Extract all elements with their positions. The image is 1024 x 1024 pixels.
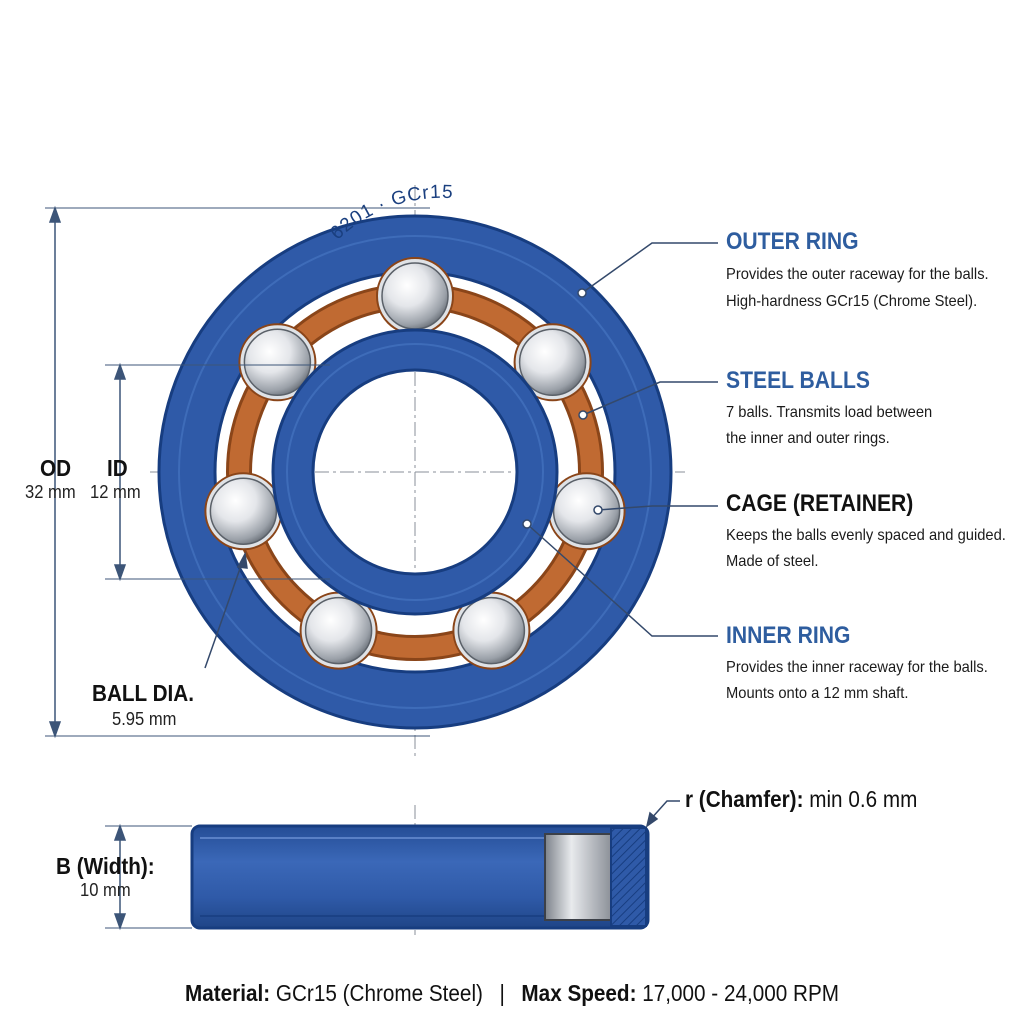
ball-dia-value: 5.95 mm [112, 709, 177, 729]
steel-ball [243, 328, 312, 397]
steel-ball [457, 596, 526, 665]
outer-ring-desc-line1: Provides the outer raceway for the balls… [726, 266, 989, 283]
ball-dia-leader [204, 551, 248, 669]
ball-dia-label: BALL DIA. [92, 680, 194, 706]
cage-desc-line2: Made of steel. [726, 553, 819, 570]
width-dimension [105, 823, 192, 931]
cage-desc-line1: Keeps the balls evenly spaced and guided… [726, 527, 1006, 544]
id-value: 12 mm [90, 482, 141, 502]
steel-balls-desc-line2: the inner and outer rings. [726, 430, 890, 447]
steel-ball [209, 477, 278, 545]
side-ball-section [544, 833, 612, 921]
od-value: 32 mm [25, 482, 76, 502]
inner-ring-callout-dot [522, 519, 532, 529]
id-dimension [105, 362, 330, 582]
material-label: Material: [184, 980, 271, 1006]
steel-balls-desc-line1: 7 balls. Transmits load between [726, 404, 933, 421]
id-label: ID [107, 455, 128, 481]
inner-ring-desc-line2: Mounts onto a 12 mm shaft. [726, 685, 909, 702]
od-label: OD [40, 455, 72, 481]
outer-ring-desc-line2: High-hardness GCr15 (Chrome Steel). [726, 293, 978, 310]
outer-ring-title: OUTER RING [726, 228, 859, 255]
cage-title: CAGE (RETAINER) [726, 490, 914, 517]
side-section-hatch [610, 827, 647, 927]
callout-leaders [526, 242, 718, 637]
chamfer-leader [645, 800, 680, 828]
steel-ball [518, 328, 587, 397]
side-view [190, 824, 650, 930]
footer-specs: Material: GCr15 (Chrome Steel) | Max Spe… [51, 980, 973, 1007]
chamfer-annotation: r (Chamfer): min 0.6 mm [685, 786, 917, 813]
inner-ring-desc-line1: Provides the inner raceway for the balls… [726, 659, 988, 676]
outer-ring-callout-dot [577, 288, 587, 298]
chamfer-value: min 0.6 mm [809, 786, 918, 812]
speed-label: Max Speed: [521, 980, 637, 1006]
inner-ring-title: INNER RING [726, 622, 851, 649]
footer-separator: | [499, 980, 505, 1006]
width-value: 10 mm [80, 880, 131, 900]
steel-balls-callout-dot [578, 410, 588, 420]
material-value: GCr15 (Chrome Steel) [275, 980, 483, 1006]
width-label: B (Width): [56, 853, 155, 879]
chamfer-label: r (Chamfer): [685, 786, 804, 812]
steel-ball [304, 596, 373, 665]
speed-value: 17,000 - 24,000 RPM [642, 980, 840, 1006]
steel-balls-title: STEEL BALLS [726, 367, 870, 394]
steel-ball [552, 477, 621, 545]
steel-ball [381, 262, 449, 330]
od-dimension [45, 205, 430, 739]
cage-callout-dot [593, 505, 603, 515]
steel-balls [204, 257, 626, 670]
